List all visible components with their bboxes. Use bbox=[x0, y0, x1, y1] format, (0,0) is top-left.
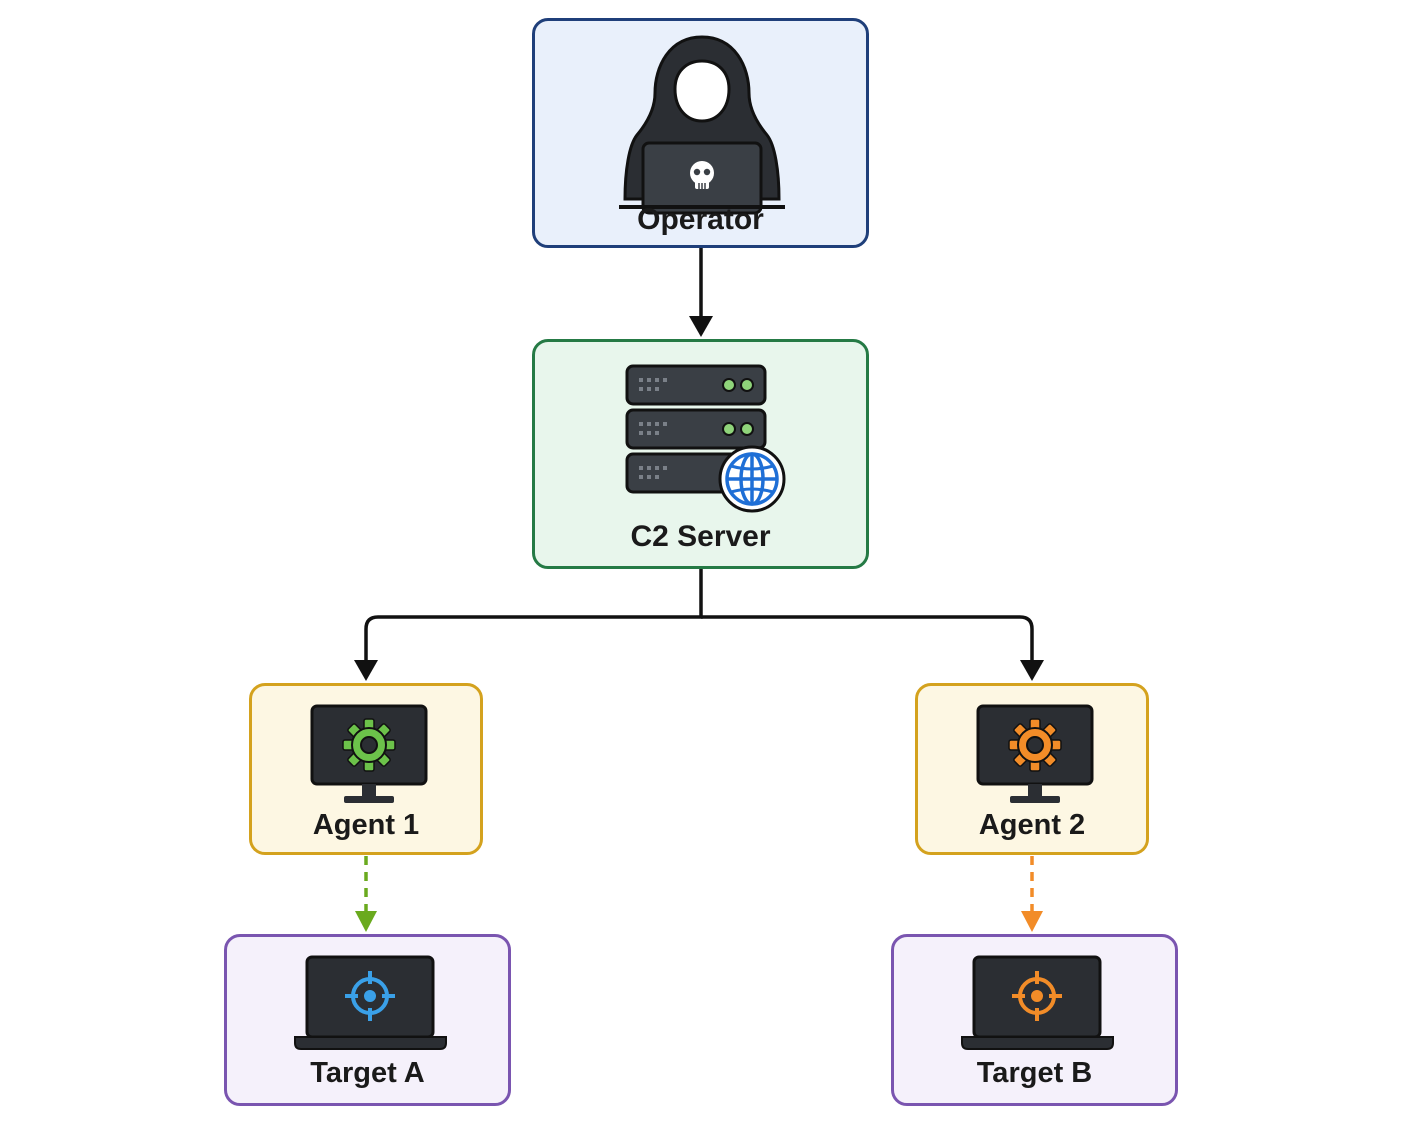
edge-c2-to-agent-2 bbox=[701, 615, 1044, 681]
monitor-gear-icon bbox=[310, 704, 428, 803]
monitor-gear-icon bbox=[976, 704, 1094, 803]
target-a-node: Target A bbox=[224, 934, 511, 1106]
edge-agent-2-to-target-b bbox=[1021, 856, 1043, 932]
gear-icon bbox=[342, 718, 396, 772]
operator-node: Operator bbox=[532, 18, 869, 248]
skull-icon bbox=[690, 161, 714, 189]
operator-label: Operator bbox=[637, 203, 764, 236]
edge-operator-to-c2 bbox=[689, 248, 713, 337]
laptop-crosshair-icon bbox=[961, 955, 1114, 1050]
target-b-node: Target B bbox=[891, 934, 1178, 1106]
hacker-laptop-icon bbox=[619, 35, 785, 215]
agent-1-node: Agent 1 bbox=[249, 683, 483, 855]
edge-c2-to-agent-1 bbox=[354, 569, 703, 681]
agent-2-label: Agent 2 bbox=[978, 809, 1086, 841]
laptop-crosshair-icon bbox=[294, 955, 447, 1050]
crosshair-icon bbox=[345, 971, 395, 1021]
server-globe-icon bbox=[625, 364, 786, 513]
c2-server-node: C2 Server bbox=[532, 339, 869, 569]
server-rack-icon bbox=[625, 364, 767, 494]
crosshair-icon bbox=[1012, 971, 1062, 1021]
agent-2-node: Agent 2 bbox=[915, 683, 1149, 855]
edge-agent-1-to-target-a bbox=[355, 856, 377, 932]
globe-icon bbox=[718, 445, 786, 513]
target-a-label: Target A bbox=[310, 1057, 425, 1089]
c2-server-label: C2 Server bbox=[630, 520, 771, 553]
agent-1-label: Agent 1 bbox=[312, 809, 420, 841]
target-b-label: Target B bbox=[976, 1057, 1093, 1089]
gear-icon bbox=[1008, 718, 1062, 772]
